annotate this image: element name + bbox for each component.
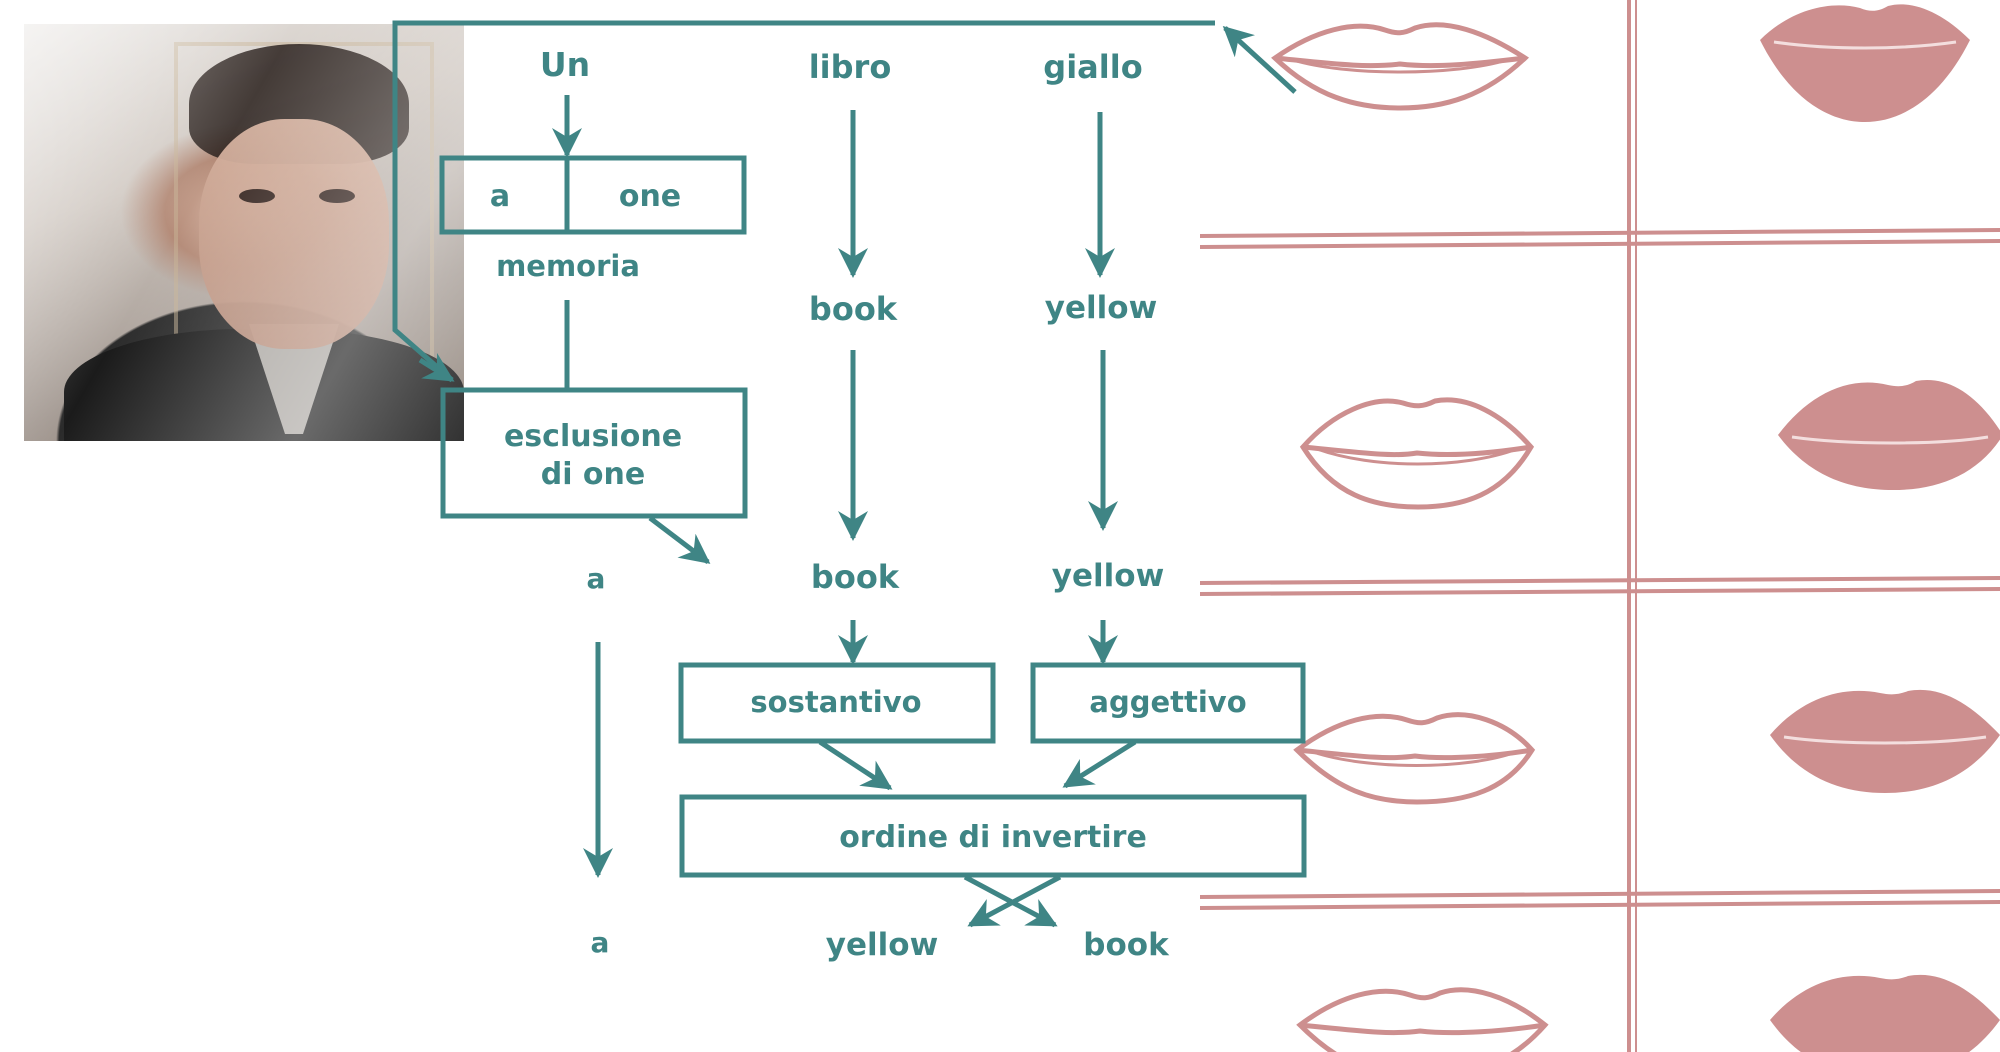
label-un: Un <box>540 45 590 84</box>
label-esclusione-1: esclusione <box>504 419 682 454</box>
lips-outline-3 <box>1293 712 1536 805</box>
portrait-photo <box>24 24 464 441</box>
label-aggettivo: aggettivo <box>1089 685 1246 719</box>
label-giallo: giallo <box>1043 48 1142 86</box>
lips-outline-2 <box>1299 397 1535 510</box>
label-libro: libro <box>809 48 892 86</box>
rose-grid <box>1199 0 2000 1052</box>
label-book-final: book <box>1083 927 1170 963</box>
loop-return-arrow <box>1222 25 1297 94</box>
label-a-1: a <box>587 562 606 595</box>
filled-lips <box>1760 4 2000 1052</box>
lips-filled-2 <box>1778 380 2000 490</box>
flow-lines <box>392 20 1307 928</box>
label-book-2: book <box>811 558 900 596</box>
label-yellow-final: yellow <box>826 927 938 963</box>
arrow-aggettivo-to-ordine <box>1062 739 1137 789</box>
label-ordine: ordine di invertire <box>839 820 1147 855</box>
lips-outline-1 <box>1271 22 1530 111</box>
loop-entry-arrow <box>418 352 455 383</box>
rose-line-1a <box>1199 228 2000 238</box>
label-memory-one: one <box>619 179 681 214</box>
lips-filled-4 <box>1770 974 2000 1052</box>
arrow-sostantivo-to-ordine <box>818 739 893 791</box>
flow-labels: Un libro giallo a one memoria book yello… <box>490 45 1247 963</box>
rose-line-2b <box>1199 587 2000 596</box>
memory-box <box>439 155 747 235</box>
rose-line-1b <box>1199 239 2000 249</box>
lips-outline-4 <box>1296 987 1549 1052</box>
lips-filled-1 <box>1760 4 1970 122</box>
label-yellow-1: yellow <box>1045 290 1157 326</box>
lips-filled-3 <box>1770 689 2000 793</box>
photo-overlay <box>24 24 464 441</box>
label-memory-a: a <box>490 179 510 214</box>
label-sostantivo: sostantivo <box>750 685 921 719</box>
label-yellow-2: yellow <box>1052 558 1164 594</box>
ordine-box <box>679 794 1307 878</box>
rose-line-3a <box>1199 889 2000 899</box>
outline-lips <box>1271 22 1549 1052</box>
rose-line-3b <box>1199 900 2000 910</box>
arrow-invert-left <box>967 874 1062 928</box>
arrow-esclusione-out <box>648 516 711 564</box>
rose-line-2a <box>1199 576 2000 585</box>
esclusione-box <box>440 387 748 519</box>
label-book-1: book <box>809 290 898 328</box>
label-a-final: a <box>591 926 610 959</box>
sostantivo-box <box>678 662 996 744</box>
label-esclusione-2: di one <box>541 457 646 492</box>
label-memoria: memoria <box>496 249 640 283</box>
aggettivo-box <box>1030 662 1306 744</box>
